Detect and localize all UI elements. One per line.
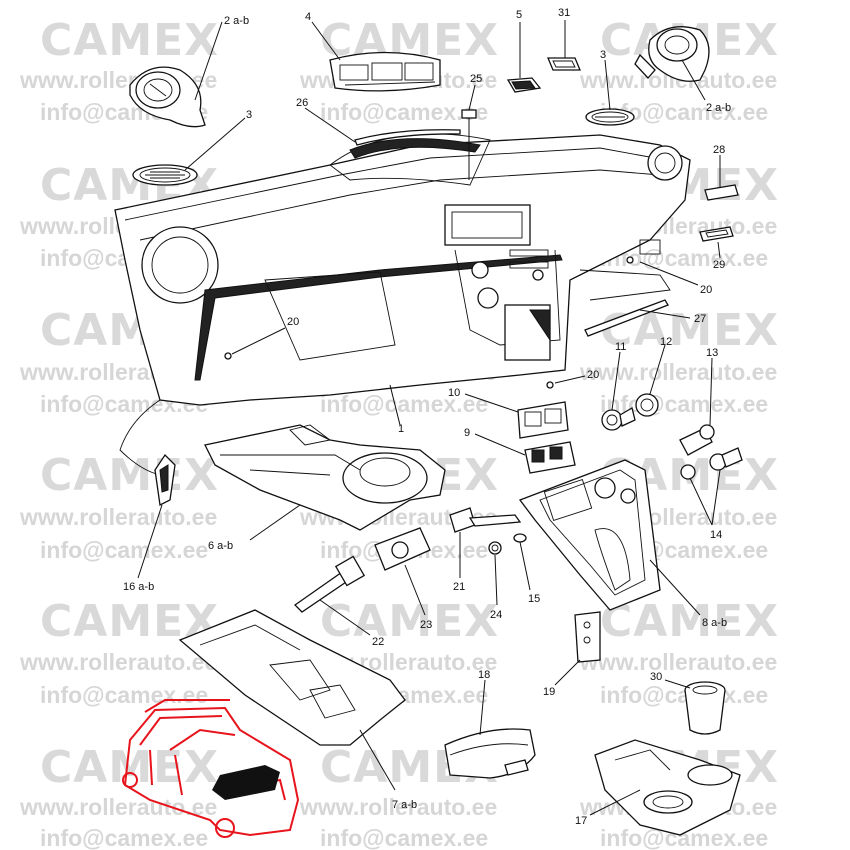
label-part-24: 24 — [490, 609, 502, 621]
lower-panel-7 — [178, 609, 406, 746]
side-trim-16 — [154, 453, 176, 506]
column-shroud-6 — [204, 424, 446, 531]
label-part-12: 12 — [660, 336, 672, 348]
label-part-23: 23 — [420, 619, 432, 631]
stalk-switch-22 — [293, 555, 366, 613]
trim-strip-26 — [354, 129, 461, 146]
dashboard-panel — [114, 133, 691, 476]
screw-20-center — [546, 381, 554, 389]
watermark-email: info@camex.ee — [40, 682, 208, 708]
switch-panel-9 — [524, 441, 576, 474]
watermark-logo: CAMEX — [600, 596, 779, 647]
watermark-logo: CAMEX — [600, 305, 779, 356]
watermark-logo: CAMEX — [40, 15, 219, 66]
ignition-switch-23 — [374, 527, 431, 571]
air-vent-left — [129, 66, 206, 128]
cup-holder-30 — [684, 681, 726, 735]
bracket-part-19 — [574, 611, 601, 663]
label-part-20-right: 20 — [700, 284, 712, 296]
watermark-email: info@camex.ee — [320, 391, 488, 417]
trim-part-29 — [699, 226, 734, 242]
watermark-url: www.rollerauto.ee — [579, 649, 777, 675]
instrument-cluster — [329, 51, 441, 92]
label-part-4: 4 — [305, 11, 311, 23]
label-part-5: 5 — [516, 9, 522, 21]
label-part-16: 16 a-b — [123, 581, 154, 593]
knob-part-14 — [680, 447, 743, 480]
label-part-27: 27 — [694, 313, 706, 325]
lighter-part-13 — [679, 424, 715, 456]
radio-aperture — [444, 204, 531, 246]
watermark-email: info@camex.ee — [40, 537, 208, 563]
label-part-2b: 2 a-b — [706, 102, 731, 114]
glove-box-18 — [444, 728, 536, 779]
label-part-7: 7 a-b — [392, 799, 417, 811]
label-part-28: 28 — [713, 144, 725, 156]
center-console-8 — [518, 459, 661, 611]
watermark-email: info@camex.ee — [320, 825, 488, 850]
label-part-11: 11 — [615, 341, 626, 353]
watermark-email: info@camex.ee — [40, 825, 208, 850]
label-part-26: 26 — [296, 97, 308, 109]
label-part-25: 25 — [470, 73, 482, 85]
label-part-30: 30 — [650, 671, 662, 683]
cover-part-31 — [547, 57, 581, 71]
switch-part-21 — [449, 507, 522, 533]
label-part-22: 22 — [372, 636, 384, 648]
part-24 — [488, 541, 502, 555]
label-part-3a: 3 — [246, 109, 252, 121]
label-part-1: 1 — [398, 423, 404, 435]
label-part-18: 18 — [478, 669, 490, 681]
switch-panel-10 — [517, 401, 569, 439]
label-part-21: 21 — [453, 581, 465, 593]
console-tray-17 — [594, 739, 741, 836]
label-part-3b: 3 — [600, 49, 606, 61]
label-part-6: 6 a-b — [208, 540, 233, 552]
trim-part-27 — [584, 299, 669, 337]
leader-lines — [137, 20, 721, 816]
screw-20-left — [224, 352, 232, 360]
label-part-9: 9 — [464, 427, 470, 439]
label-part-15: 15 — [528, 593, 540, 605]
switch-part-5 — [506, 77, 542, 93]
watermark-layer: CAMEX CAMEX CAMEX www.rollerauto.ee www.… — [19, 15, 779, 850]
label-part-19: 19 — [543, 686, 555, 698]
watermark-url: www.rollerauto.ee — [19, 649, 217, 675]
label-part-13: 13 — [706, 347, 718, 359]
watermark-url: www.rollerauto.ee — [19, 504, 217, 530]
vehicle-dashboard-highlight — [212, 765, 280, 800]
label-part-10: 10 — [448, 387, 460, 399]
watermark-email: info@camex.ee — [320, 99, 488, 125]
watermark-url: www.rollerauto.ee — [19, 794, 217, 820]
right-vent-opening — [647, 145, 683, 181]
screw-20-right — [626, 256, 634, 264]
trim-part-28 — [704, 184, 739, 201]
watermark-url: www.rollerauto.ee — [299, 794, 497, 820]
label-part-20-center: 20 — [587, 369, 599, 381]
vehicle-locator-icon — [122, 699, 300, 838]
watermark-url: www.rollerauto.ee — [579, 359, 777, 385]
label-part-29: 29 — [713, 259, 725, 271]
left-vent-opening — [141, 226, 219, 304]
knob-part-12 — [635, 393, 659, 417]
knob-part-11 — [601, 407, 636, 431]
watermark-row-6: CAMEX CAMEX CAMEX www.rollerauto.ee www.… — [19, 742, 778, 850]
watermark-logo: CAMEX — [40, 450, 219, 501]
label-part-8: 8 a-b — [702, 617, 727, 629]
label-part-14: 14 — [710, 529, 722, 541]
label-part-2a: 2 a-b — [224, 15, 249, 27]
callout-labels: 1 2 a-b 2 a-b 3 3 4 5 31 25 26 28 29 20 … — [123, 7, 731, 827]
watermark-logo: CAMEX — [320, 596, 499, 647]
label-part-20-left: 20 — [287, 316, 299, 328]
label-part-31: 31 — [558, 7, 570, 19]
air-vent-right — [634, 26, 710, 82]
label-part-17: 17 — [575, 815, 587, 827]
part-15 — [513, 533, 527, 543]
speaker-grille-left — [132, 164, 198, 186]
speaker-grille-right — [585, 108, 635, 126]
